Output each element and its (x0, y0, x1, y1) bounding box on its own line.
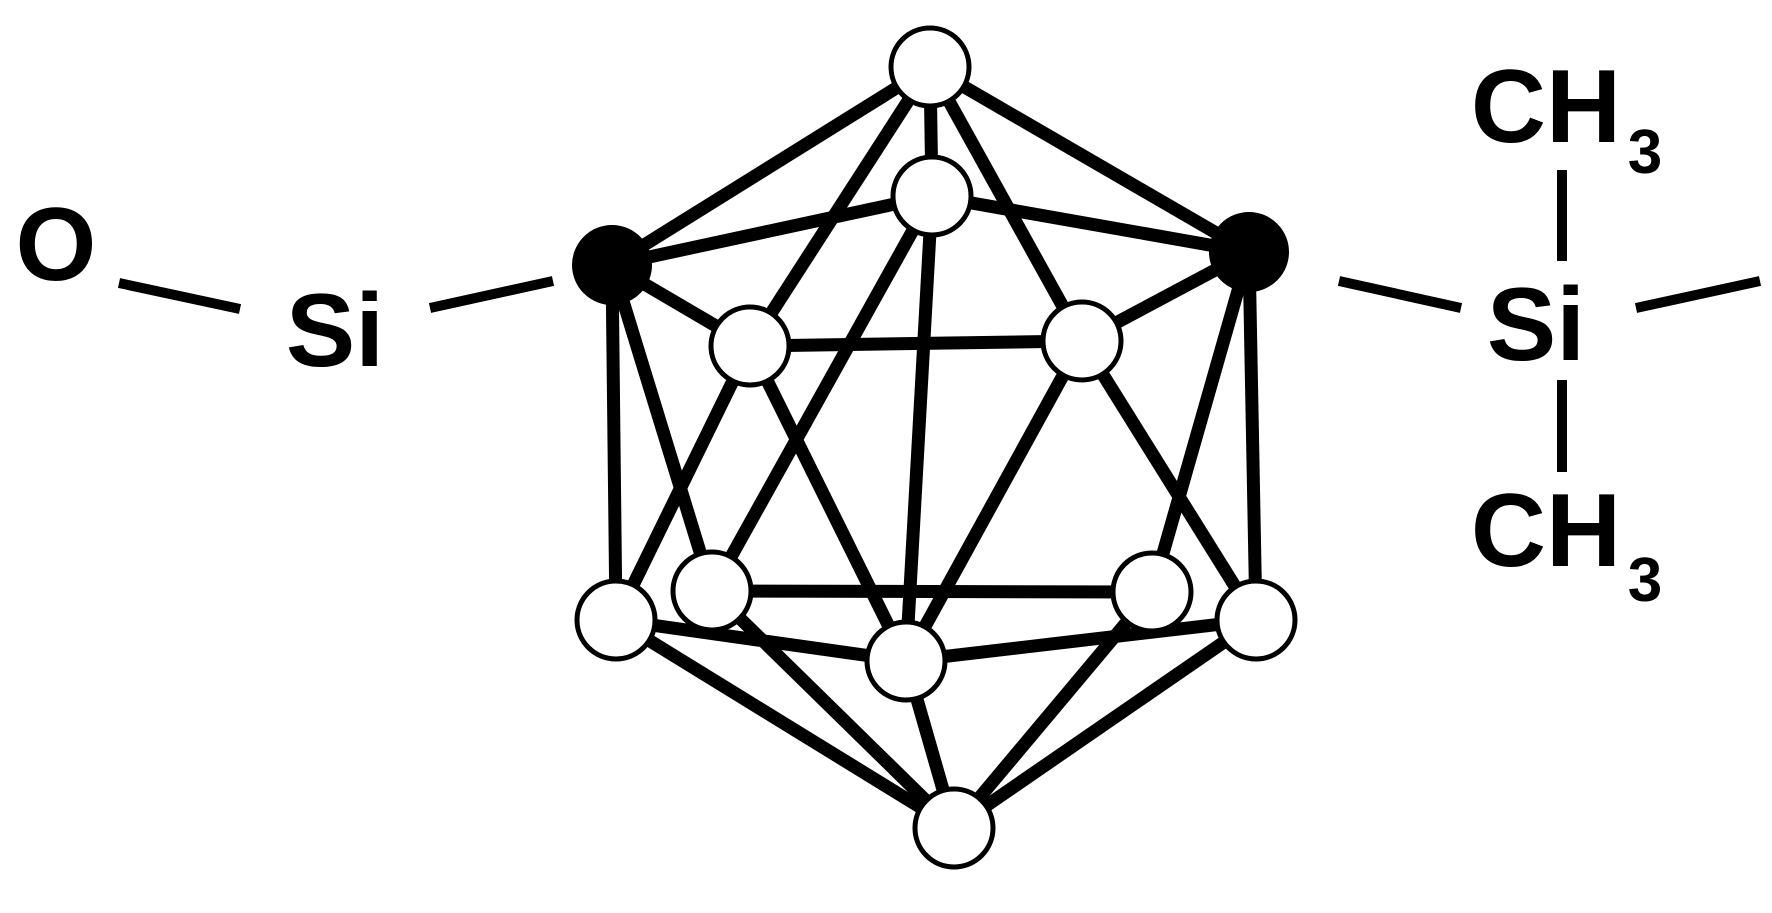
boron-atom-mid-left (708, 304, 792, 388)
bond-si-left-carbon (428, 276, 555, 313)
cage-bond-carbon-right-lower-right (1145, 250, 1256, 594)
silicon-label-left: Si (286, 273, 384, 389)
cage-bond-mid-right-lower-far-right (1076, 337, 1262, 624)
cage-bonds (605, 61, 1263, 834)
cage-bond-mid-right-lower-center (900, 337, 1088, 665)
cage-bond-lower-left-bottom (707, 586, 959, 833)
cage-bond-carbon-right-lower-far-right (1242, 251, 1263, 621)
cage-bond-carbon-left-lower-far-left (605, 264, 623, 621)
cage-bond-upper-mid-carbon-right (930, 189, 1251, 259)
cage-bond-mid-left-lower-far-left (610, 343, 756, 623)
cage-bond-lower-far-right-bottom (950, 614, 1260, 834)
methyl-label-bottom: CH (1471, 473, 1621, 589)
cage-bond-carbon-left-lower-left (605, 263, 719, 593)
cage-bond-upper-mid-lower-center (899, 195, 939, 662)
methyl-subscript-bottom: 3 (1628, 546, 1662, 615)
carbon-atom-carbon-left (572, 225, 652, 305)
cage-bond-lower-far-left-lower-center (615, 613, 907, 668)
oxygen-label-left: O (16, 187, 97, 303)
substituent-bonds (117, 170, 1762, 472)
cage-bond-mid-left-mid-right (749, 334, 1083, 353)
cage-bond-lower-left-lower-right (711, 584, 1153, 599)
bond-carbon-si-right (1337, 276, 1463, 313)
boron-atom-mid-right (1040, 299, 1124, 383)
cage-bond-top-carbon-right (926, 61, 1253, 258)
cage-bond-top-mid-left (744, 63, 936, 350)
boron-atom-bottom (912, 786, 996, 870)
boron-atom-lower-far-right (1214, 578, 1298, 662)
methyl-label-top: CH (1471, 49, 1621, 165)
boron-atom-lower-far-left (574, 578, 658, 662)
cage-bond-lower-far-left-bottom (612, 614, 958, 834)
cage-bond-mid-left-lower-center (744, 343, 912, 664)
cage-bond-upper-mid-lower-left (706, 192, 938, 595)
boron-atom-upper-mid (890, 154, 974, 238)
cage-atoms (572, 25, 1298, 870)
bond-o-si-left (117, 278, 242, 314)
cage-bond-lower-right-bottom (949, 587, 1157, 833)
cage-bond-top-carbon-left (608, 61, 934, 271)
cage-bond-upper-mid-carbon-left (610, 189, 934, 272)
substituent-labels: O Si Si CH 3 CH 3 (16, 49, 1663, 615)
boron-atom-lower-center (864, 619, 948, 703)
cage-bond-lower-center-lower-far-right (905, 613, 1257, 668)
methyl-subscript-top: 3 (1628, 118, 1662, 187)
silicon-label-right: Si (1487, 267, 1585, 383)
bond-si-right-methyl-line (1634, 276, 1762, 313)
boron-atom-lower-right (1110, 550, 1194, 634)
carbon-atom-carbon-right (1209, 212, 1289, 292)
boron-atom-lower-left (670, 549, 754, 633)
boron-atom-top (888, 25, 972, 109)
